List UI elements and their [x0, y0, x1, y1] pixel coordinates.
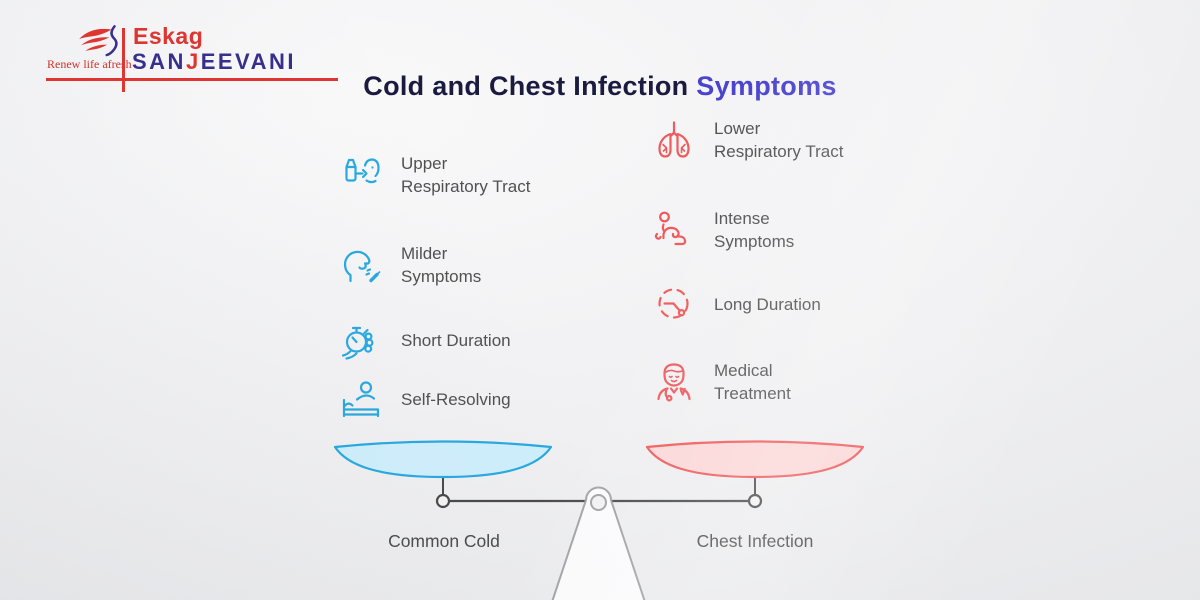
symptom-label: Self-Resolving	[401, 389, 511, 409]
symptom-label: Long Duration	[714, 294, 821, 314]
right-beam-joint	[747, 493, 763, 509]
symptom-item-self-resolving: Self-Resolving	[338, 376, 511, 422]
inhaler-face-icon	[338, 152, 384, 198]
bed-rest-icon	[338, 376, 384, 422]
brand-segment: EEVANI	[200, 49, 296, 74]
coughing-person-icon	[338, 242, 384, 288]
wing-icon	[79, 25, 118, 57]
logo-tagline: Renew life afresh	[47, 57, 132, 71]
fulcrum-pivot-hole	[590, 494, 607, 511]
doctor-icon	[651, 359, 697, 405]
logo-divider-horizontal	[46, 78, 338, 81]
left-beam-joint	[435, 493, 451, 509]
symptom-item-short-duration: Short Duration	[338, 317, 511, 363]
symptom-label: Intense Symptoms	[714, 209, 795, 251]
brand-segment: SAN	[132, 49, 186, 74]
logo-divider-vertical	[122, 28, 125, 92]
symptom-item-lower-respiratory: Lower Respiratory Tract	[651, 117, 843, 163]
brand-segment-red-j: J	[185, 49, 201, 74]
symptom-label: Upper Respiratory Tract	[401, 154, 531, 196]
common-cold-label: Common Cold	[388, 531, 500, 551]
title-dark-part: Cold and Chest Infection	[363, 71, 689, 101]
chest-infection-label: Chest Infection	[696, 531, 814, 551]
fulcrum	[551, 486, 646, 600]
common-cold-pan	[333, 440, 553, 479]
dashed-clock-icon	[651, 281, 697, 327]
symptom-item-upper-respiratory: Upper Respiratory Tract	[338, 152, 530, 198]
page-title: Cold and Chest Infection Symptoms	[0, 71, 1200, 102]
symptom-item-medical-treatment: Medical Treatment	[651, 359, 791, 405]
logo: Renew life afresh Eskag SANJEEVANI	[46, 16, 346, 96]
logo-brand-bottom: SANJEEVANI	[132, 49, 296, 75]
symptom-label: Short Duration	[401, 330, 511, 350]
symptom-label: Milder Symptoms	[401, 244, 482, 286]
crawling-person-icon	[651, 207, 697, 253]
chest-infection-pan	[645, 440, 865, 479]
stopwatch-hand-icon	[338, 317, 384, 363]
symptom-item-long-duration: Long Duration	[651, 281, 821, 327]
lungs-icon	[651, 117, 697, 163]
symptom-label: Medical Treatment	[714, 361, 791, 403]
logo-brand-top: Eskag	[133, 23, 204, 49]
symptom-item-milder-symptoms: Milder Symptoms	[338, 242, 481, 288]
title-accent-part: Symptoms	[696, 71, 837, 101]
symptom-item-intense-symptoms: Intense Symptoms	[651, 207, 794, 253]
symptom-label: Lower Respiratory Tract	[714, 119, 844, 161]
